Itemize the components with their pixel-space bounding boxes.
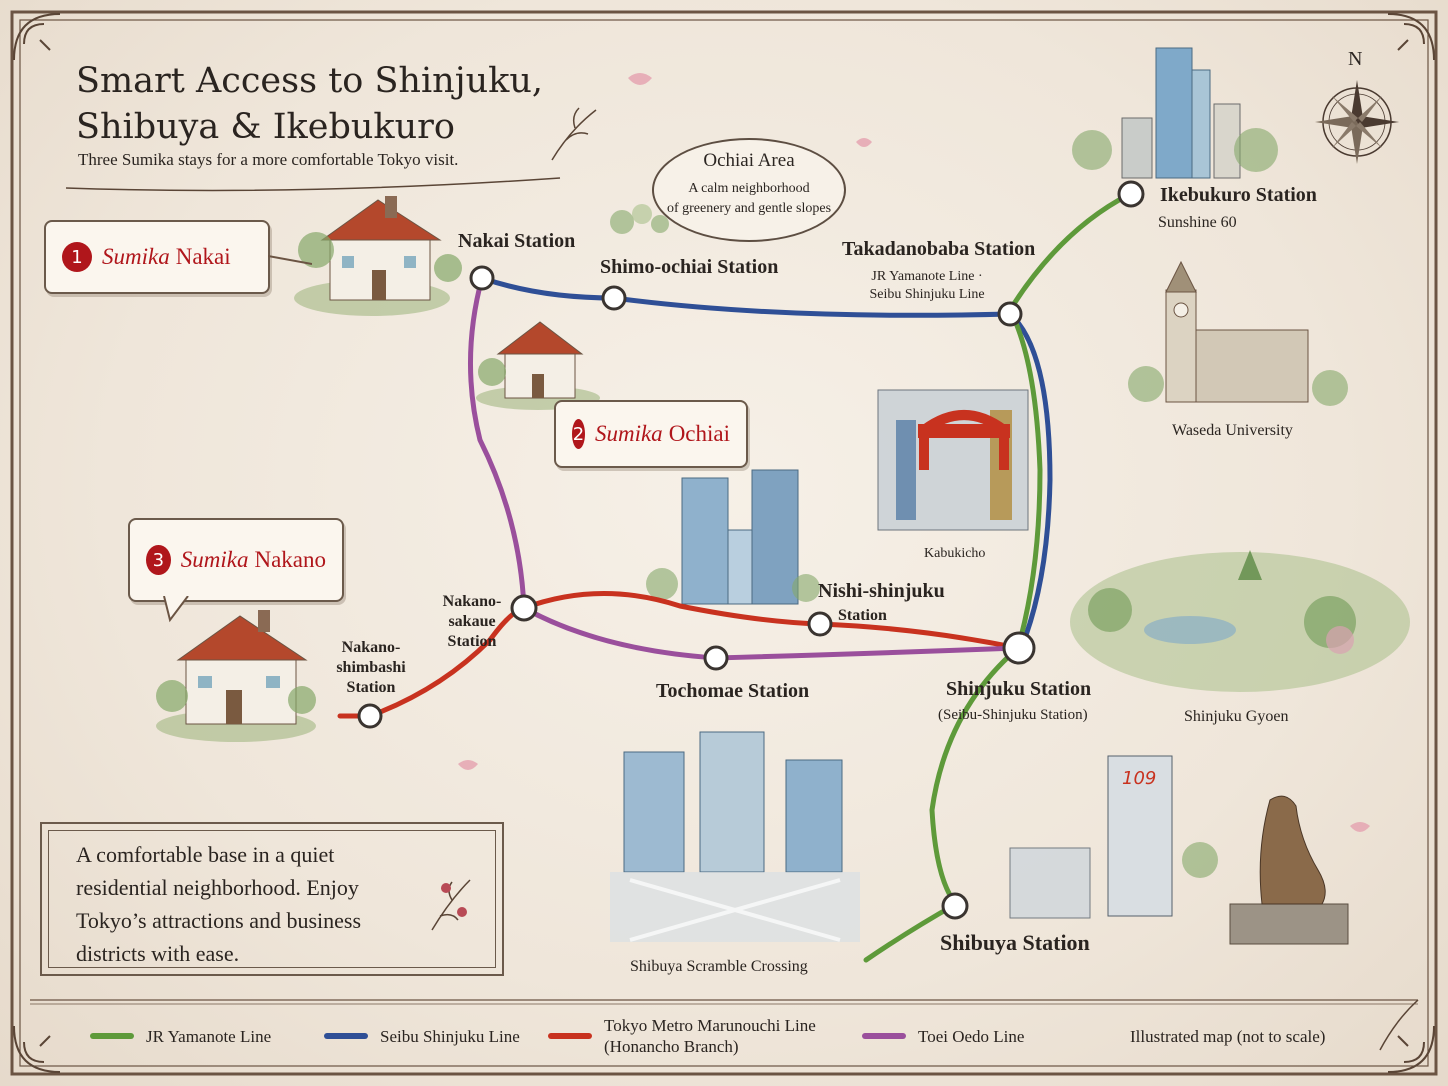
legend-item-jr-yamanote: JR Yamanote Line	[90, 1016, 271, 1056]
station-label-nishi-shinjuku-1: Nishi-shinjuku	[818, 580, 945, 602]
scale-note: Illustrated map (not to scale)	[1130, 1016, 1325, 1056]
station-marker-nakano-shimbashi[interactable]	[357, 703, 383, 729]
property-number-badge: 3	[146, 545, 171, 575]
legend-swatch	[548, 1033, 592, 1039]
shibuya-109-illustration: 109	[1009, 755, 1218, 919]
page-subtitle: Three Sumika stays for a more comfortabl…	[78, 150, 459, 169]
compass-rose-icon	[1315, 80, 1399, 164]
ochiai-area-callout: Ochiai Area A calm neighborhood of green…	[652, 138, 846, 242]
station-label-nakano-shimbashi-3: Station	[346, 679, 396, 696]
svg-text:109: 109	[1122, 768, 1156, 789]
landmark-label-waseda: Waseda University	[1172, 422, 1293, 439]
landmark-label-kabukicho: Kabukicho	[924, 546, 986, 561]
compass: N	[1312, 48, 1402, 170]
sakura-petals	[458, 73, 1370, 832]
property-number-badge: 1	[62, 242, 92, 272]
property-brand: Sumika	[102, 244, 170, 269]
legend-label: JR Yamanote Line	[146, 1026, 272, 1046]
property-number-badge: 2	[572, 419, 585, 449]
scale-note-text: Illustrated map (not to scale)	[1130, 1026, 1326, 1046]
station-marker-nishi-shinjuku[interactable]	[807, 611, 833, 637]
property-label-sumika-nakai[interactable]: 1 Sumika Nakai	[44, 220, 270, 294]
station-marker-shinjuku[interactable]	[1002, 631, 1036, 665]
station-label-shimo-ochiai: Shimo-ochiai Station	[600, 256, 779, 278]
station-label-takadanobaba: Takadanobaba Station	[842, 238, 1036, 260]
station-label-tochomae: Tochomae Station	[656, 680, 810, 702]
description-box: A comfortable base in a quiet residentia…	[40, 822, 504, 976]
description-text: A comfortable base in a quiet residentia…	[76, 842, 362, 966]
station-marker-nakai[interactable]	[469, 265, 495, 291]
ikebukuro-skyline-illustration	[1072, 47, 1278, 179]
page-title: Smart Access to Shinjuku, Shibuya & Ikeb…	[76, 61, 543, 147]
kabukicho-gate-illustration	[877, 389, 1029, 531]
hachiko-statue-illustration	[1229, 795, 1349, 945]
station-label-shinjuku-sub: (Seibu-Shinjuku Station)	[938, 707, 1088, 723]
station-label-nakano-shimbashi-1: Nakano-	[341, 639, 401, 656]
station-marker-takadanobaba[interactable]	[997, 301, 1023, 327]
property-place: Nakano	[254, 547, 326, 572]
seibu-shinjuku-line	[479, 275, 1053, 649]
station-label-shinjuku: Shinjuku Station	[946, 678, 1092, 700]
area-note-line2: of greenery and gentle slopes	[666, 201, 832, 216]
property-place: Ochiai	[668, 421, 730, 446]
property-place: Nakai	[175, 244, 231, 269]
station-marker-shibuya[interactable]	[941, 892, 969, 920]
house-illustration-nakano	[156, 610, 316, 742]
landmark-label-shinjuku-gyoen: Shinjuku Gyoen	[1184, 708, 1289, 725]
area-note-line1: A calm neighborhood	[688, 181, 810, 196]
station-marker-nakano-sakaue[interactable]	[510, 594, 538, 622]
property-brand: Sumika	[180, 547, 249, 572]
legend-swatch	[90, 1033, 134, 1039]
station-label-ikebukuro: Ikebukuro Station	[1160, 184, 1317, 206]
jr-yamanote-line	[863, 191, 1133, 963]
shinjuku-gyoen-park-illustration	[1070, 550, 1410, 692]
marunouchi-line	[337, 591, 1021, 719]
legend-item-seibu-shinjuku: Seibu Shinjuku Line	[324, 1016, 520, 1056]
station-label-nakano-sakaue-1: Nakano-	[442, 593, 502, 610]
station-marker-tochomae[interactable]	[703, 645, 729, 671]
compass-north-label: N	[1348, 48, 1363, 70]
legend-label-line1: Tokyo Metro Marunouchi Line	[604, 1016, 816, 1035]
property-label-sumika-ochiai[interactable]: 2 Sumika Ochiai	[554, 400, 748, 468]
toei-oedo-line	[467, 275, 1021, 661]
station-label-nakano-sakaue-2: sakaue	[448, 613, 496, 630]
legend-item-marunouchi: Tokyo Metro Marunouchi Line (Honancho Br…	[548, 1016, 816, 1056]
waseda-clocktower-illustration	[1128, 260, 1348, 406]
property-label-sumika-nakano[interactable]: 3 Sumika Nakano	[128, 518, 344, 602]
house-illustration-nakai	[294, 196, 462, 316]
nishi-shinjuku-skyline-illustration	[646, 469, 820, 605]
takadanobaba-lines-2: Seibu Shinjuku Line	[869, 287, 985, 302]
legend-label: Toei Oedo Line	[918, 1026, 1025, 1046]
legend-item-toei-oedo: Toei Oedo Line	[862, 1016, 1024, 1056]
legend-swatch	[862, 1033, 906, 1039]
station-label-nakano-shimbashi-2: shimbashi	[336, 659, 406, 676]
landmark-label-sunshine-60: Sunshine 60	[1158, 214, 1237, 231]
pointer-tail	[163, 596, 189, 623]
area-note-title: Ochiai Area	[703, 150, 795, 171]
station-label-nakano-sakaue-3: Station	[447, 633, 497, 650]
legend-label-line2: (Honancho Branch)	[604, 1037, 739, 1056]
station-label-nishi-shinjuku-2: Station	[838, 607, 887, 624]
legend-label: Seibu Shinjuku Line	[380, 1026, 520, 1046]
landmark-label-shibuya-scramble: Shibuya Scramble Crossing	[630, 958, 808, 975]
station-marker-shimo-ochiai[interactable]	[601, 285, 627, 311]
takadanobaba-lines-1: JR Yamanote Line ·	[871, 269, 983, 284]
station-marker-ikebukuro[interactable]	[1117, 180, 1145, 208]
shibuya-scramble-illustration	[610, 731, 860, 942]
station-label-shibuya: Shibuya Station	[940, 930, 1090, 955]
pointer-line	[268, 255, 312, 265]
greenery-illustration	[610, 204, 669, 234]
legend-swatch	[324, 1033, 368, 1039]
station-label-nakai: Nakai Station	[458, 230, 576, 252]
property-brand: Sumika	[594, 421, 663, 446]
